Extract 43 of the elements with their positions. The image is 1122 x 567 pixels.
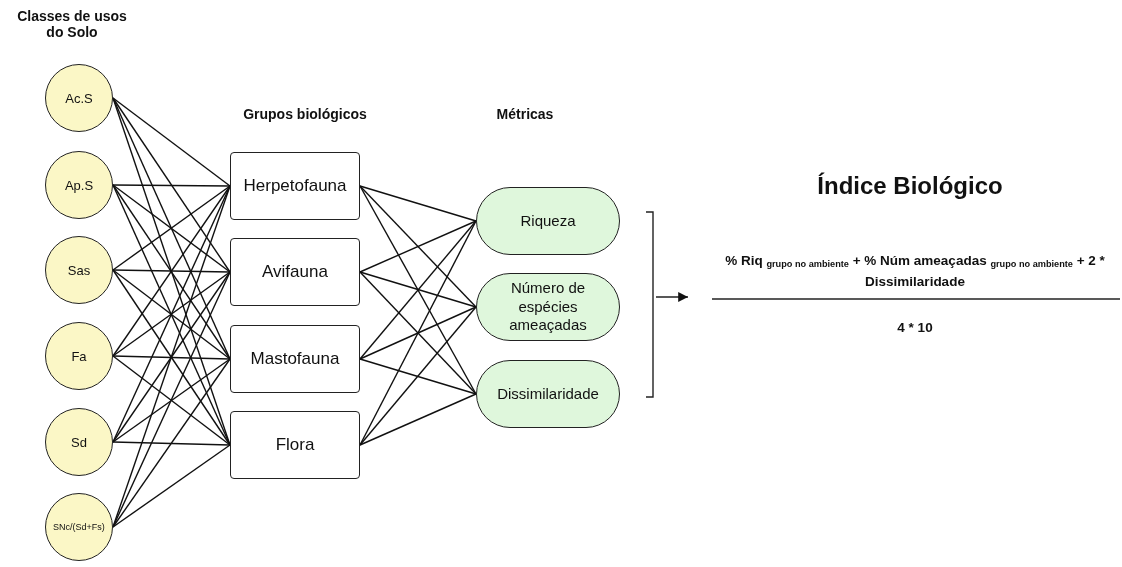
connector-line — [359, 220, 477, 273]
node-label: Ac.S — [65, 90, 93, 106]
node-label: Dissimilaridade — [496, 384, 600, 404]
connector-line — [359, 185, 477, 222]
group-box — [230, 152, 360, 220]
node-label: Número de espécies ameaçadas — [508, 278, 588, 336]
connector-line — [359, 306, 477, 360]
connector-line — [359, 185, 477, 308]
node-label: Avifauna — [262, 261, 328, 283]
node-label: Sas — [67, 262, 91, 278]
column-heading: Classes de usos do Solo — [16, 8, 128, 40]
connector-line — [112, 355, 231, 360]
connector-line — [112, 441, 231, 446]
node-label: Herpetofauna — [243, 175, 347, 197]
group-box — [230, 238, 360, 306]
connector-line — [112, 184, 231, 187]
node-label: Riqueza — [519, 211, 577, 231]
node-label: Flora — [275, 434, 315, 456]
node-label: Sd — [71, 434, 87, 450]
connector-line — [359, 220, 477, 360]
connector-line — [359, 271, 477, 308]
group-box — [230, 411, 360, 479]
numerator: % Riq $_{grupo no ambiente}$ + % Núm ameaçadas $_{grupo no ambiente}$ + 2 * Dissimilaridade — [724, 252, 1106, 291]
connector-line — [359, 271, 477, 395]
connector-line — [112, 269, 231, 273]
connector-line — [112, 444, 231, 528]
connector-line — [359, 306, 477, 446]
node-label: Mastofauna — [250, 348, 340, 370]
connector-line — [359, 393, 477, 446]
column-heading: Grupos biológicos — [242, 106, 368, 122]
index-title: Índice Biológico — [816, 172, 1004, 200]
connector-line — [112, 358, 231, 528]
column-heading: Métricas — [495, 106, 555, 122]
node-label: SNc/(Sd+Fs) — [53, 522, 105, 532]
node-label: Ap.S — [64, 177, 94, 193]
connector-line — [112, 97, 231, 273]
connector-line — [359, 220, 477, 446]
node-label: Fa — [71, 348, 87, 364]
arrow — [655, 292, 689, 302]
connector-line — [112, 97, 231, 187]
denominator: 4 * 10 — [897, 319, 933, 337]
group-box — [230, 325, 360, 393]
connector-line — [359, 358, 477, 395]
